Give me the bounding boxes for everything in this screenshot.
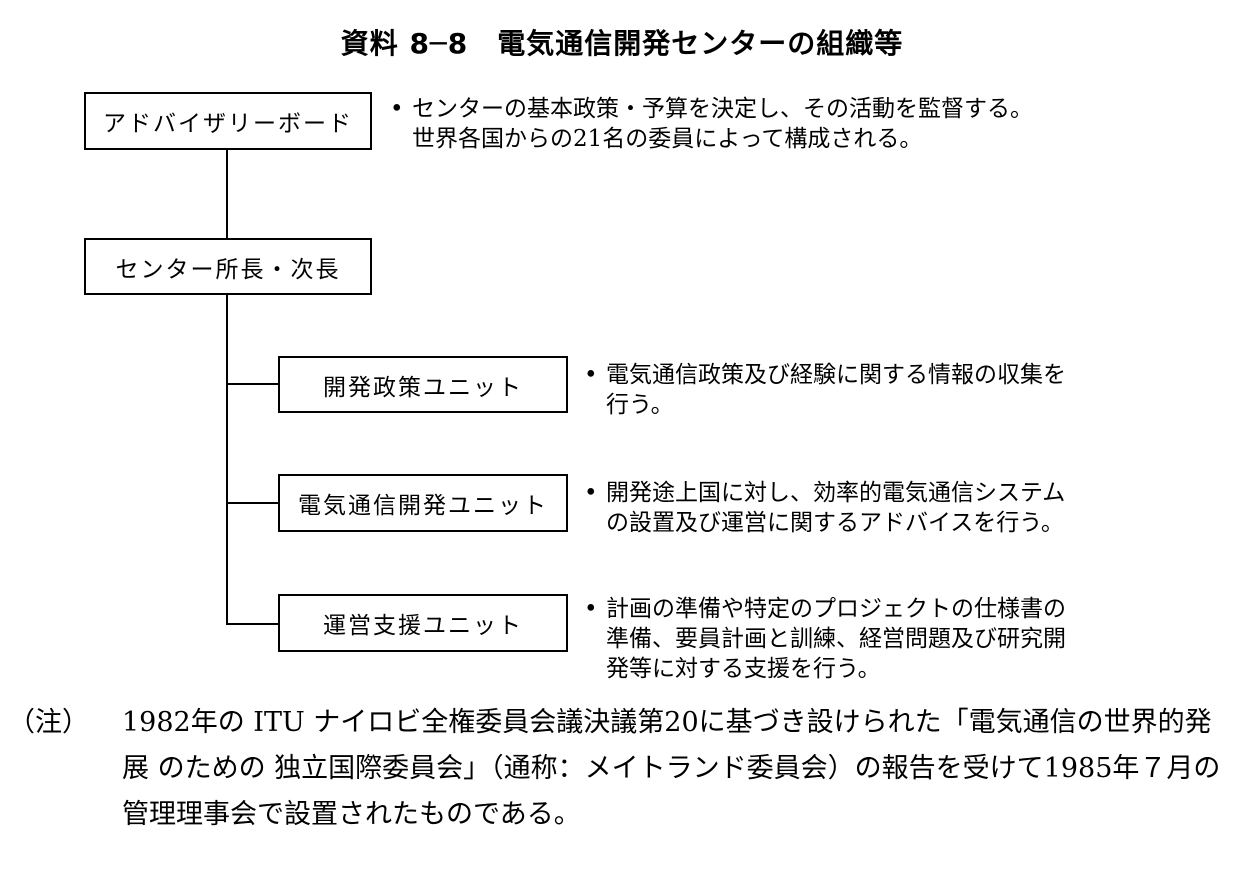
node-policy-unit: 開発政策ユニット: [278, 356, 568, 413]
node-director-label: センター所長・次長: [115, 256, 341, 283]
page-title: 資料 8─8 電気通信開発センターの組織等: [340, 27, 904, 60]
node-policy-unit-label: 開発政策ユニット: [323, 374, 523, 401]
node-advisory-board: アドバイザリーボード: [84, 92, 372, 150]
description-line: 準備、要員計画と訓練、経営問題及び研究開: [606, 626, 1066, 652]
support-unit-description: • 計画の準備や特定のプロジェクトの仕様書の 準備、要員計画と訓練、経営問題及び…: [584, 594, 1066, 684]
node-advisory-board-label: アドバイザリーボード: [103, 111, 353, 137]
connector-support-unit: [226, 623, 278, 625]
connector-telecom-unit: [226, 502, 278, 504]
node-telecom-unit-label: 電気通信開発ユニット: [298, 493, 548, 519]
description-line: 電気通信政策及び経験に関する情報の収集を: [606, 362, 1066, 388]
advisory-board-description: • センターの基本政策・予算を決定し、その活動を監督する。 世界各国からの21名…: [390, 94, 1033, 154]
description-line: の設置及び運営に関するアドバイスを行う。: [606, 510, 1064, 536]
telecom-unit-description: • 開発途上国に対し、効率的電気通信システム の設置及び運営に関するアドバイスを…: [584, 478, 1065, 538]
description-line: 開発途上国に対し、効率的電気通信システム: [606, 480, 1066, 506]
footnote-text: 1982年の ITU ナイロビ全権委員会議決議第20に基づき設けられた「電気通信…: [122, 707, 1221, 830]
node-telecom-unit: 電気通信開発ユニット: [278, 474, 568, 532]
description-line: 発等に対する支援を行う。: [606, 656, 881, 682]
bullet-icon: •: [584, 362, 598, 388]
bullet-icon: •: [390, 96, 404, 122]
node-support-unit-label: 運営支援ユニット: [323, 613, 523, 639]
description-line: 計画の準備や特定のプロジェクトの仕様書の: [606, 596, 1066, 622]
bullet-icon: •: [584, 596, 598, 622]
description-line: 世界各国からの21名の委員によって構成される。: [412, 126, 923, 152]
description-line: 行う。: [606, 392, 674, 418]
connector-policy-unit: [226, 383, 278, 385]
footnote: （注） 1982年の ITU ナイロビ全権委員会議決議第20に基づき設けられた「…: [8, 700, 1237, 838]
node-support-unit: 運営支援ユニット: [278, 594, 568, 652]
connector-board-director: [226, 150, 228, 238]
policy-unit-description: • 電気通信政策及び経験に関する情報の収集を 行う。: [584, 360, 1066, 420]
description-line: センターの基本政策・予算を決定し、その活動を監督する。: [412, 96, 1033, 122]
bullet-icon: •: [584, 480, 598, 506]
footnote-label: （注）: [8, 707, 89, 738]
node-director: センター所長・次長: [84, 238, 372, 295]
connector-director-trunk: [226, 295, 228, 624]
